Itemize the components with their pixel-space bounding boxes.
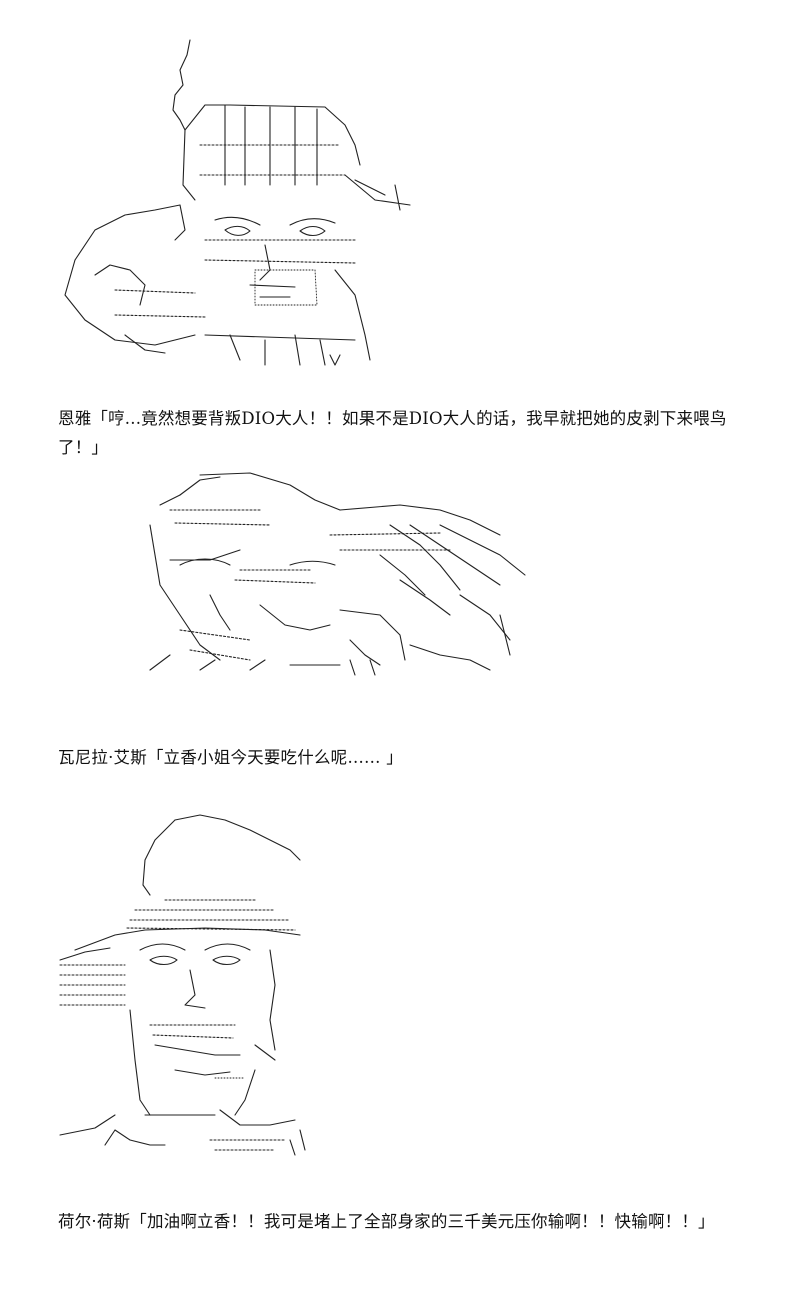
ascii-art-hol-horse (55, 810, 310, 1160)
dialogue-vanilla-ice: 瓦尼拉·艾斯「立香小姐今天要吃什么呢…… 」 (58, 748, 403, 767)
ascii-art-vanilla-ice (140, 465, 540, 680)
dialogue-hol-horse: 荷尔·荷斯「加油啊立香！！我可是堵上了全部身家的三千美元压你输啊！！快输啊！！」 (58, 1212, 715, 1231)
dialogue-enya: 恩雅「哼...竟然想要背叛DIO大人！！如果不是DIO大人的话，我早就把她的皮剥… (58, 409, 727, 457)
ascii-art-enya (55, 35, 425, 370)
